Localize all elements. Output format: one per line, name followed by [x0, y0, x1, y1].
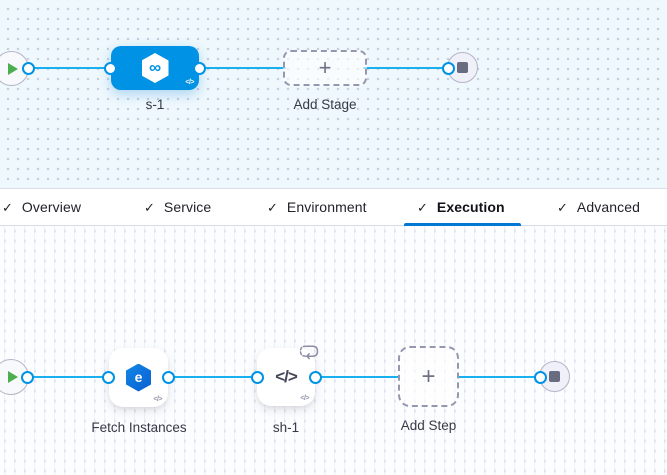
- check-icon: ✓: [267, 199, 278, 215]
- check-icon: ✓: [144, 199, 155, 215]
- stage-node-s1[interactable]: ∞ </>: [111, 46, 199, 90]
- port-fetch-out[interactable]: [161, 370, 175, 384]
- check-icon: ✓: [557, 199, 568, 215]
- stop-icon: [457, 62, 468, 73]
- stage-config-tabbar: ✓ Overview ✓ Service ✓ Environment ✓ Exe…: [0, 188, 667, 226]
- active-tab-underline: [404, 223, 521, 226]
- stop-icon: [549, 371, 560, 382]
- port-fetch-in[interactable]: [101, 370, 115, 384]
- code-icon: </>: [185, 79, 194, 86]
- shell-script-icon: </>: [275, 367, 298, 386]
- port-start-out[interactable]: [21, 61, 35, 75]
- fetch-instances-icon: e: [126, 363, 151, 392]
- step-label-sh1: sh-1: [272, 420, 300, 435]
- stage-label: s-1: [145, 97, 165, 112]
- tab-overview[interactable]: ✓ Overview: [2, 199, 82, 215]
- code-icon: </>: [153, 396, 162, 403]
- play-icon: [8, 62, 18, 75]
- port-stage-in[interactable]: [103, 61, 117, 75]
- play-icon: [7, 371, 18, 383]
- tab-service[interactable]: ✓ Service: [144, 199, 212, 215]
- add-step-button[interactable]: +: [398, 346, 459, 407]
- step-label-fetch-instances: Fetch Instances: [91, 420, 187, 435]
- deployment-stage-icon: ∞: [141, 53, 169, 83]
- connector-start-to-stage: [28, 66, 112, 70]
- port-sh-out[interactable]: [308, 370, 322, 384]
- port-stage-out[interactable]: [192, 61, 206, 75]
- connector-sh-to-addstep: [313, 375, 400, 379]
- connector-stage-to-addstage: [197, 66, 286, 70]
- plus-icon: +: [318, 55, 332, 80]
- port-sh-in[interactable]: [250, 370, 264, 384]
- tab-environment[interactable]: ✓ Environment: [267, 199, 367, 215]
- connector-addstage-to-end: [363, 66, 450, 70]
- add-stage-label: Add Stage: [293, 97, 357, 112]
- connector-fetch-to-sh: [166, 375, 259, 379]
- stage-canvas: [0, 0, 667, 188]
- connector-start-to-fetch: [27, 375, 110, 379]
- connector-addstep-to-end: [457, 375, 541, 379]
- step-node-fetch-instances[interactable]: e </>: [109, 348, 168, 407]
- add-stage-button[interactable]: +: [283, 50, 367, 86]
- tab-execution[interactable]: ✓ Execution: [404, 189, 521, 226]
- port-exec-start-out[interactable]: [20, 370, 34, 384]
- check-icon: ✓: [2, 199, 13, 215]
- tab-advanced[interactable]: ✓ Advanced: [557, 199, 640, 215]
- port-end-in[interactable]: [441, 61, 455, 75]
- check-icon: ✓: [417, 199, 428, 215]
- step-node-sh1[interactable]: </> </>: [257, 348, 315, 406]
- plus-icon: +: [421, 362, 436, 390]
- add-step-label: Add Step: [400, 418, 457, 433]
- port-exec-end-in[interactable]: [533, 370, 547, 384]
- execution-canvas: [0, 226, 667, 475]
- loop-strategy-icon: [299, 345, 319, 360]
- code-icon: </>: [300, 395, 309, 402]
